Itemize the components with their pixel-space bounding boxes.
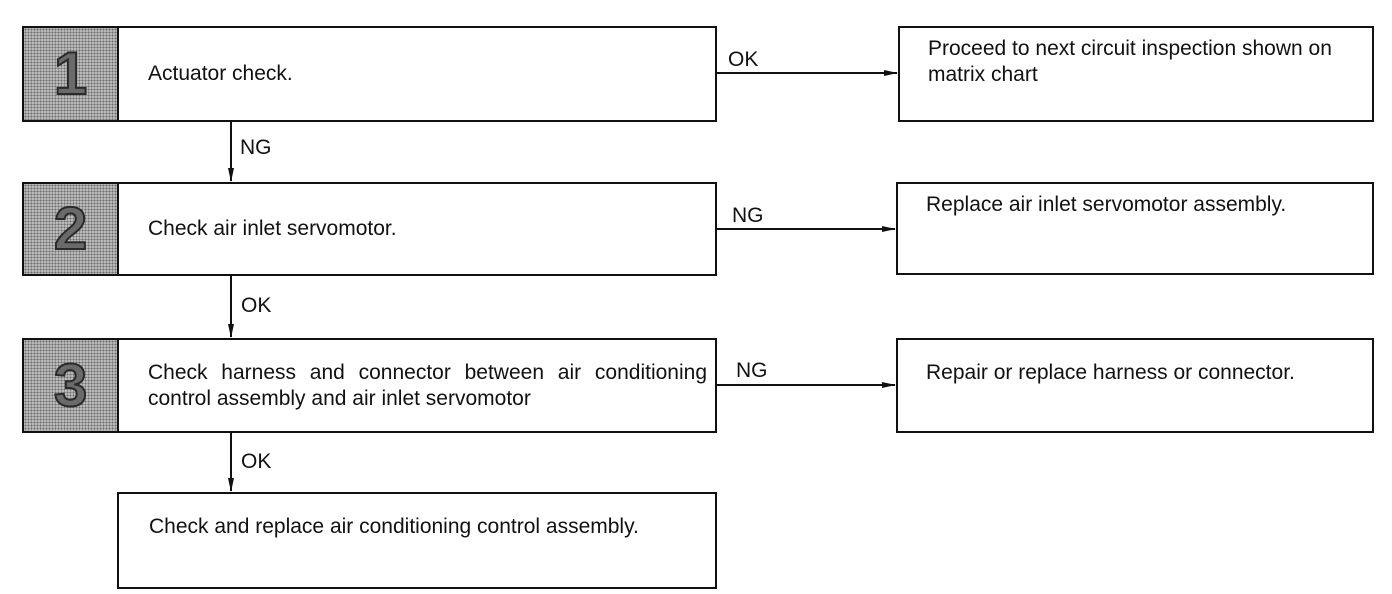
step-2-number: 2 bbox=[53, 195, 88, 262]
transition-3-condition-label: OK bbox=[241, 450, 272, 473]
step-2-box: 2 Check air inlet servomotor. bbox=[22, 182, 717, 276]
step-3-text: Check harness and connector between air … bbox=[148, 360, 707, 410]
result-2-box: Replace air inlet servomotor assembly. bbox=[896, 182, 1374, 275]
result-3-condition-label: NG bbox=[736, 359, 768, 382]
result-1-text: Proceed to next circuit inspection shown… bbox=[928, 37, 1332, 86]
result-3-text: Repair or replace harness or connector. bbox=[926, 361, 1295, 384]
result-3-box: Repair or replace harness or connector. bbox=[896, 338, 1374, 433]
step-3-number-badge: 3 bbox=[24, 340, 119, 431]
step-1-number-badge: 1 bbox=[24, 28, 119, 120]
step-2-text: Check air inlet servomotor. bbox=[148, 217, 397, 240]
step-1-number: 1 bbox=[53, 40, 88, 107]
result-1-condition-label: OK bbox=[728, 48, 759, 71]
step-3-number: 3 bbox=[53, 351, 88, 419]
result-2-text: Replace air inlet servomotor assembly. bbox=[926, 193, 1287, 216]
final-step-box: Check and replace air conditioning contr… bbox=[117, 492, 717, 589]
transition-1-condition-label: NG bbox=[240, 136, 272, 159]
result-2-condition-label: NG bbox=[732, 204, 764, 227]
step-2-number-badge: 2 bbox=[24, 184, 119, 274]
step-1-text: Actuator check. bbox=[148, 62, 293, 85]
transition-2-condition-label: OK bbox=[241, 294, 272, 317]
step-3-box: 3 Check harness and connector between ai… bbox=[22, 338, 717, 433]
result-1-box: Proceed to next circuit inspection shown… bbox=[898, 26, 1374, 122]
final-step-text: Check and replace air conditioning contr… bbox=[149, 515, 639, 538]
step-1-box: 1 Actuator check. bbox=[22, 26, 717, 122]
